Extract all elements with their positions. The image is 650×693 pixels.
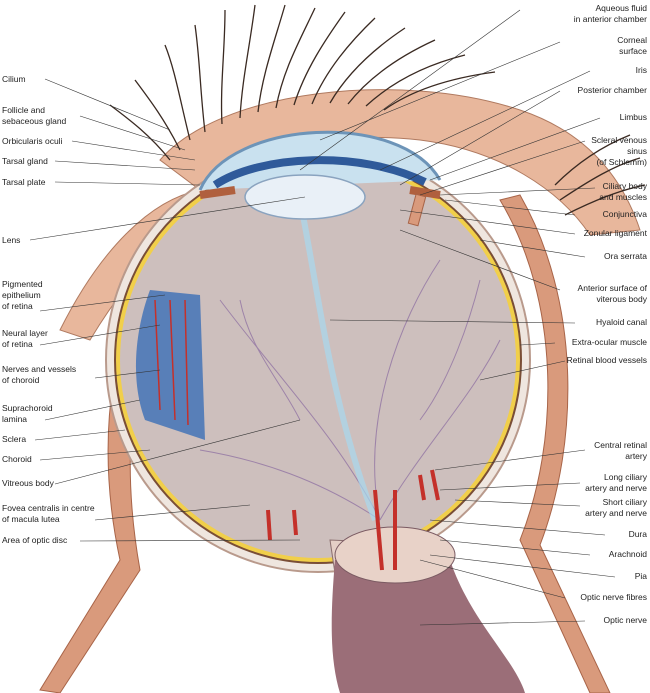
retina bbox=[120, 162, 516, 558]
label-ora-serrata: Ora serrata bbox=[604, 251, 647, 261]
label-cilium: Cilium bbox=[2, 74, 26, 84]
label-sclera: Sclera bbox=[2, 434, 27, 444]
label-conjunctiva: Conjunctiva bbox=[602, 209, 647, 219]
extra-ocular-muscle-right bbox=[499, 194, 611, 693]
label-optic-disc: Area of optic disc bbox=[2, 535, 68, 545]
label-optic-nerve: Optic nerve bbox=[603, 615, 647, 625]
label-neural-layer: Neural layer of retina bbox=[2, 328, 48, 349]
label-orbicularis-oculi: Orbicularis oculi bbox=[2, 136, 63, 146]
label-suprachoroid-lamina: Suprachoroid lamina bbox=[2, 403, 53, 424]
label-vitreous-body: Vitreous body bbox=[2, 478, 54, 488]
label-hyaloid-canal: Hyaloid canal bbox=[595, 317, 647, 327]
label-choroid: Choroid bbox=[2, 454, 32, 464]
label-extra-ocular-muscle: Extra-ocular muscle bbox=[571, 337, 647, 347]
choroid-vessels bbox=[154, 299, 189, 426]
iris bbox=[212, 156, 427, 189]
label-dura: Dura bbox=[628, 529, 647, 539]
label-central-retinal-artery: Central retinal artery bbox=[594, 440, 647, 461]
label-ciliary-body: Ciliary body and muscles bbox=[599, 181, 647, 202]
label-tarsal-plate: Tarsal plate bbox=[2, 177, 46, 187]
optic-nerve bbox=[331, 560, 525, 693]
label-retinal-blood-vessels: Retinal blood vessels bbox=[566, 355, 647, 365]
label-aqueous-fluid: Aqueous fluid in anterior chamber bbox=[573, 3, 647, 24]
label-fovea-centralis: Fovea centralis in centre of macula lute… bbox=[2, 503, 95, 524]
label-zonular-ligament: Zonular ligament bbox=[583, 228, 647, 238]
label-anterior-surface-vitreous: Anterior surface of viterous body bbox=[577, 283, 647, 304]
label-long-ciliary-artery: Long ciliary artery and nerve bbox=[585, 472, 647, 493]
leader-lines bbox=[29, 9, 616, 626]
hyaloid-canal bbox=[297, 199, 378, 522]
label-corneal-surface: Corneal surface bbox=[617, 35, 647, 56]
label-limbus: Limbus bbox=[619, 112, 647, 122]
central-retinal-artery bbox=[266, 469, 440, 571]
extra-ocular-insertion bbox=[407, 193, 427, 227]
label-posterior-chamber: Posterior chamber bbox=[577, 85, 647, 95]
label-lens: Lens bbox=[2, 235, 21, 245]
label-pigmented-epithelium: Pigmented epithelium of retina bbox=[2, 279, 43, 311]
label-nerves-vessels-choroid: Nerves and vessels of choroid bbox=[2, 364, 77, 385]
label-follicle-sebaceous-gland: Follicle and sebaceous gland bbox=[2, 105, 67, 126]
label-scleral-venous-sinus: Scleral venous sinus (of Schlemm) bbox=[591, 135, 647, 167]
label-iris: Iris bbox=[635, 65, 647, 75]
label-optic-nerve-fibres: Optic nerve fibres bbox=[580, 592, 647, 602]
label-arachnoid: Arachnoid bbox=[608, 549, 647, 559]
label-tarsal-gland: Tarsal gland bbox=[2, 156, 48, 166]
label-pia: Pia bbox=[634, 571, 647, 581]
ciliary-body bbox=[199, 186, 441, 199]
label-short-ciliary-artery: Short ciliary artery and nerve bbox=[585, 497, 647, 518]
